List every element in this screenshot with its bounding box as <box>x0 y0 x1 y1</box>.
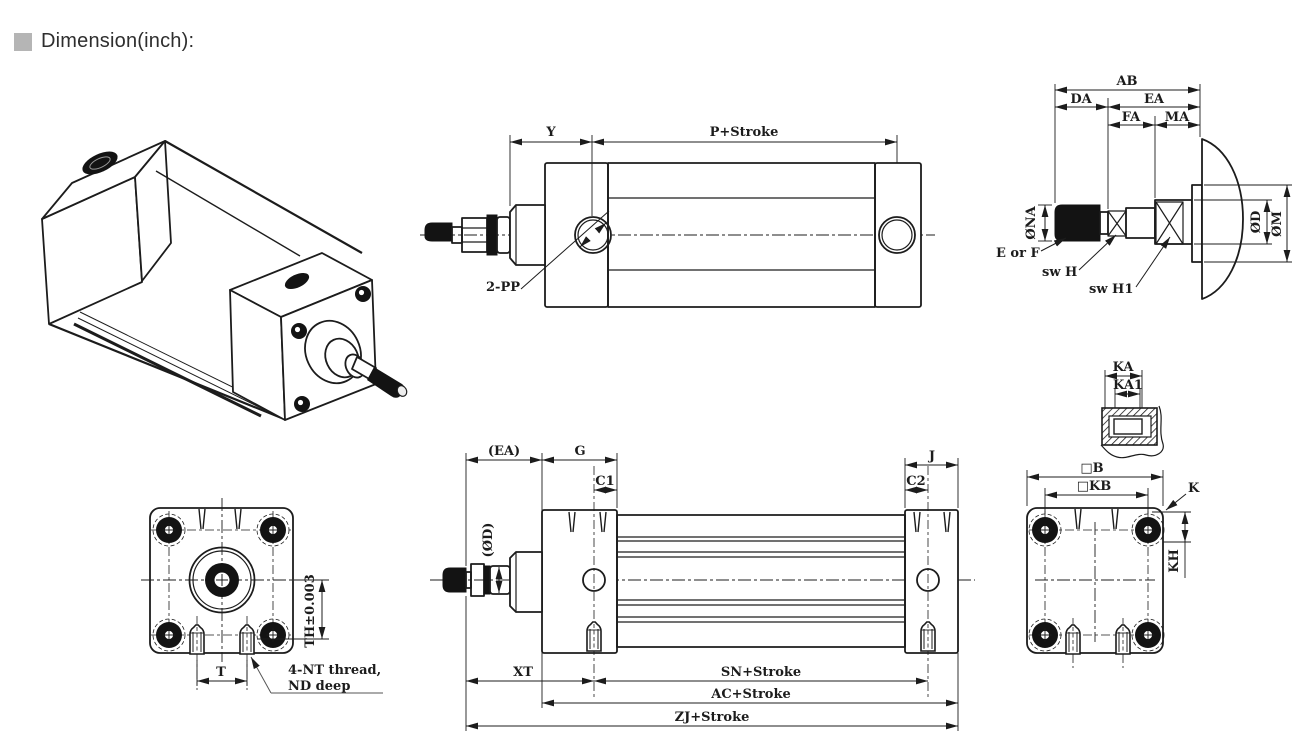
dim-label-c2: C2 <box>906 474 925 489</box>
piston-rod-side <box>442 551 543 613</box>
side-view-top: Y P+Stroke 2-PP <box>420 125 935 308</box>
isometric-view <box>41 140 408 421</box>
dim-label-xt: XT <box>513 665 533 680</box>
callout-label-sw-h: sw H <box>1042 265 1077 280</box>
dim-label-c1: C1 <box>595 474 614 489</box>
callout-label-sw-h1: sw H1 <box>1089 282 1133 297</box>
piston-rod-iso <box>304 319 408 398</box>
dim-label-ka1: KA1 <box>1113 378 1143 393</box>
dim-label-na: ØNA <box>1024 205 1039 239</box>
mounting-thread-hole <box>586 621 602 652</box>
dim-label-b: □B <box>1080 461 1103 476</box>
port-hole <box>574 216 612 254</box>
dim-label-ac: AC+Stroke <box>710 687 791 702</box>
callout-label-2pp: 2-PP <box>486 280 520 295</box>
tie-rods-side <box>617 536 905 623</box>
dim-label-t: T <box>216 665 226 680</box>
dim-label-y: Y <box>545 125 556 140</box>
dim-label-da: DA <box>1070 92 1092 107</box>
thread-callout: 4-NT thread, ND deep <box>250 656 383 694</box>
dim-label-ea: (EA) <box>488 444 520 459</box>
port-hole <box>878 216 916 254</box>
section-title: Dimension(inch): <box>14 30 194 53</box>
dim-label-ab: AB <box>1115 74 1137 89</box>
dim-label-p-stroke: P+Stroke <box>710 125 779 140</box>
dim-label-ka: KA <box>1113 360 1135 375</box>
page-title: Dimension(inch): <box>41 30 195 52</box>
dim-label-fa: FA <box>1122 110 1141 125</box>
front-port-icon <box>284 272 310 290</box>
dim-label-th: TH±0.003 <box>303 574 318 648</box>
callout-label-4nt-line1: 4-NT thread, <box>288 663 381 678</box>
break-line <box>1100 405 1164 459</box>
dim-label-d: ØD <box>1249 211 1264 234</box>
mounting-thread-hole <box>239 624 255 655</box>
front-view: TH±0.003 T 4-NT thread, ND deep <box>141 498 383 694</box>
cushion-detail-view: KA KA1 <box>1100 360 1164 459</box>
dim-label-kh: KH <box>1167 549 1182 573</box>
callout-label-e-or-f: E or F <box>996 246 1040 261</box>
dim-label-zj: ZJ+Stroke <box>675 710 750 725</box>
mounting-thread-hole <box>189 624 205 655</box>
dim-label-od: (ØD) <box>481 523 496 558</box>
dim-label-m: ØM <box>1270 211 1285 237</box>
callout-label-4nt-line2: ND deep <box>288 679 350 694</box>
rear-view: □B □KB K KH <box>1026 461 1200 668</box>
mounting-thread-hole <box>1115 624 1131 655</box>
dim-label-kb: □KB <box>1077 479 1112 494</box>
mounting-thread-hole <box>1065 624 1081 655</box>
rod-end-detail-view: AB DA EA FA MA ØNA <box>996 74 1292 300</box>
rod-boss <box>188 546 256 614</box>
piston-rod-side <box>424 204 546 266</box>
side-view-bottom: (ØD) (EA) G C1 J C2 XT SN+Stroke <box>430 444 975 731</box>
dim-label-j: J <box>928 449 935 464</box>
mounting-thread-hole <box>920 621 936 652</box>
dim-label-ea: EA <box>1144 92 1165 107</box>
dim-label-sn: SN+Stroke <box>721 665 801 680</box>
dim-label-k: K <box>1188 481 1200 496</box>
dim-label-g: G <box>574 444 585 459</box>
wrench-flat-sw-h <box>1107 210 1127 237</box>
title-bullet-square <box>14 32 32 51</box>
dim-label-ma: MA <box>1165 110 1190 125</box>
tie-rod-nuts-iso <box>291 286 371 412</box>
port-callout: 2-PP <box>486 210 610 295</box>
